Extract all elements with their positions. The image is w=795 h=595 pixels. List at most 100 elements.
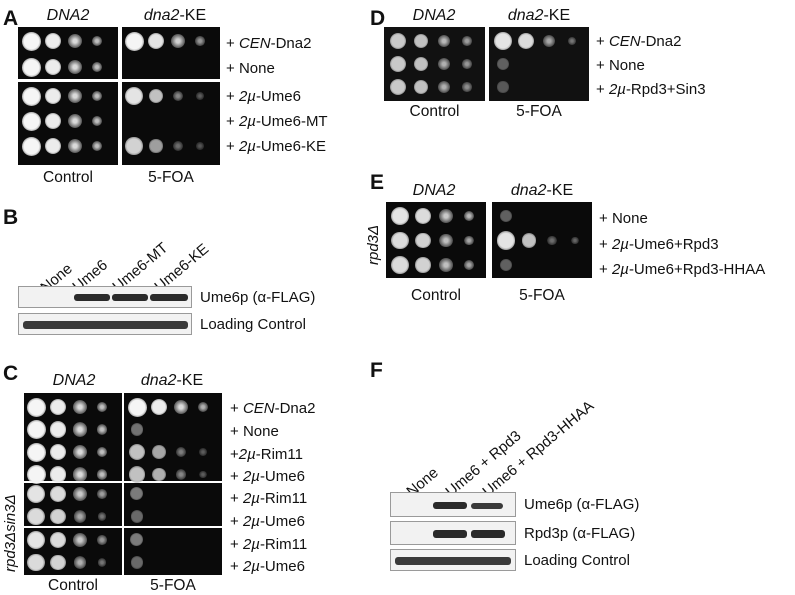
panel-c-control-spot xyxy=(26,484,46,504)
panel-e-5foa-spot xyxy=(571,236,579,245)
panel-e-control-spot xyxy=(463,210,475,222)
panel-c-control-spot xyxy=(96,401,108,413)
panel-c-control-spot xyxy=(27,507,45,526)
panel-a-control-divider xyxy=(18,79,118,82)
panel-b-loading-control-blot xyxy=(18,313,192,335)
panel-c-5foa-spot xyxy=(199,470,207,479)
panel-c-control-divider-1 xyxy=(24,481,122,483)
panel-label-f: F xyxy=(370,359,383,382)
panel-a-control-spot xyxy=(44,87,62,105)
panel-c-control-spot xyxy=(96,469,108,480)
panel-c-5foa-spot xyxy=(130,423,144,436)
panel-a-control-spot xyxy=(67,88,83,104)
panel-d-5foa-spot xyxy=(542,34,556,48)
panel-c-control-spot xyxy=(97,558,107,567)
panel-a-control-spot xyxy=(91,35,103,47)
panel-c-control-spot xyxy=(26,397,46,417)
panel-a-control-spot xyxy=(21,111,41,131)
panel-d-5foa-spot xyxy=(518,33,534,49)
panel-d-5foa-spot xyxy=(497,81,509,93)
panel-b-ume6p-blot xyxy=(18,286,192,308)
panel-e-header-dna2: DNA2 xyxy=(412,182,456,199)
panel-c-5foa-spot xyxy=(175,446,187,458)
panel-a-control-spot xyxy=(91,140,103,152)
panel-a-5foa-spot xyxy=(125,137,143,155)
panel-e-control-spot xyxy=(439,209,453,223)
panel-f-loading-band xyxy=(395,557,511,565)
panel-a-caption-control: Control xyxy=(43,169,93,186)
panel-a-row-label-4: + 2µ-Ume6-MT xyxy=(226,113,328,130)
panel-c-control-spot xyxy=(96,446,108,458)
panel-e-control-spot xyxy=(391,256,409,274)
panel-d-control-spot xyxy=(413,56,429,72)
panel-c-row-label-3: +2µ-Rim11 xyxy=(230,446,303,463)
panel-a-5foa-spot xyxy=(147,32,165,50)
panel-b-band-ume6 xyxy=(74,294,110,301)
panel-d-control-spot xyxy=(462,82,472,92)
panel-e-control-spot xyxy=(464,235,474,246)
panel-label-e: E xyxy=(370,171,385,194)
panel-c-control-spot xyxy=(49,443,67,461)
panel-e-5foa-spot xyxy=(521,233,537,248)
panel-a-caption-5foa: 5-FOA xyxy=(148,169,194,186)
panel-c-control-divider-2 xyxy=(24,526,122,528)
panel-c-control-spot xyxy=(26,530,46,550)
panel-f-label-loading-control: Loading Control xyxy=(524,552,630,569)
panel-c-control-spot xyxy=(26,465,46,484)
panel-a-control-spot xyxy=(91,61,103,73)
panel-a-control-spot xyxy=(44,58,62,76)
panel-a-control-spot xyxy=(44,112,62,130)
panel-a-5foa-spot xyxy=(196,142,204,150)
panel-e-row-label-2: + 2µ-Ume6+Rpd3 xyxy=(599,236,719,253)
panel-d-control-spot xyxy=(413,33,429,49)
panel-c-5foa-spot xyxy=(127,397,147,417)
panel-c-control-spot xyxy=(73,510,87,523)
panel-d-caption-5foa: 5-FOA xyxy=(516,103,562,120)
panel-c-5foa-spot xyxy=(175,469,187,480)
panel-a-5foa-spot xyxy=(196,92,204,100)
panel-d-control-spot xyxy=(462,59,472,69)
panel-e-5foa-spot xyxy=(496,231,516,250)
panel-a-header-dna2-ke: dna2-KE xyxy=(143,7,207,24)
panel-e-side-label: rpd3Δ xyxy=(365,224,382,265)
panel-e-5foa-spot xyxy=(500,210,512,222)
panel-d-control-spot xyxy=(437,57,451,71)
panel-a-5foa-spot xyxy=(173,141,183,151)
panel-f-loading-control-blot xyxy=(390,549,516,571)
panel-c-row-label-1: + CEN-Dna2 xyxy=(230,400,316,417)
panel-f-band-rpd3 xyxy=(433,530,467,538)
panel-a-5foa-spot xyxy=(124,86,144,106)
panel-c-control-spot xyxy=(49,466,67,483)
panel-e-control-spot xyxy=(464,260,474,270)
panel-d-control-spot xyxy=(389,78,407,96)
panel-e-control-spot xyxy=(415,232,431,249)
panel-c-control-spot xyxy=(49,421,67,438)
panel-a-row-label-5: + 2µ-Ume6-KE xyxy=(226,138,326,155)
panel-f-label-ume6p: Ume6p (α-FLAG) xyxy=(524,496,640,513)
panel-c-control-spot xyxy=(96,424,108,435)
panel-a-control-spot xyxy=(91,115,103,127)
panel-d-row-label-2: + None xyxy=(596,57,645,74)
panel-a-control-spot xyxy=(21,31,41,51)
panel-c-5foa-spot xyxy=(199,448,207,456)
panel-e-control-spot xyxy=(390,206,410,226)
panel-a-5foa-spot xyxy=(148,88,164,104)
panel-c-5foa-spot xyxy=(130,487,144,501)
panel-e-control-spot xyxy=(391,231,409,250)
panel-c-control-spot xyxy=(50,554,66,571)
panel-c-row-label-4: + 2µ-Ume6 xyxy=(230,468,305,485)
panel-a-5foa-spot xyxy=(171,34,185,48)
panel-f-band-ume6-rpd3-hhaa xyxy=(471,503,503,509)
panel-a-control-spot xyxy=(67,113,83,129)
panel-c-control-spot xyxy=(73,556,87,569)
panel-a-5foa-spot xyxy=(149,139,163,153)
panel-a-control-spot xyxy=(21,136,41,156)
panel-c-5foa-spot xyxy=(173,399,189,415)
panel-c-control-spot xyxy=(72,422,88,437)
panel-b-loading-band xyxy=(23,321,188,329)
panel-c-control-spot xyxy=(73,487,87,501)
panel-b-label-loading-control: Loading Control xyxy=(200,316,306,333)
panel-c-5foa-divider-1 xyxy=(124,481,222,483)
panel-c-row-label-5: + 2µ-Rim11 xyxy=(230,490,308,507)
panel-e-control-spot xyxy=(415,208,431,224)
